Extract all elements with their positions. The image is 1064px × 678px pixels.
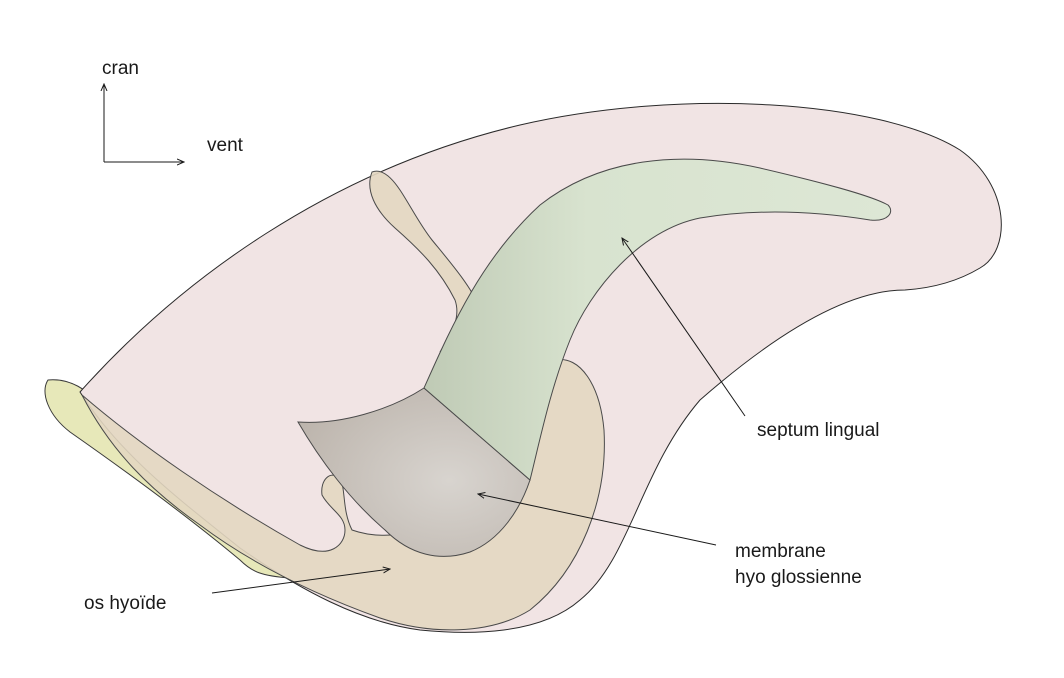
axis-label-cran: cran	[102, 58, 139, 79]
membrane-leader-line	[478, 494, 717, 546]
orientation-axes: cran vent	[102, 58, 244, 162]
membrane-label-line1: membrane	[735, 541, 826, 562]
lingual-septum	[423, 158, 892, 481]
axis-label-vent: vent	[207, 135, 244, 156]
septum-leader-line	[622, 238, 746, 417]
hyoid-leader-line	[211, 569, 390, 594]
membrane-label-line2: hyo glossienne	[735, 567, 862, 588]
hyoid-label: os hyoïde	[84, 593, 166, 614]
septum-label: septum lingual	[757, 420, 880, 441]
